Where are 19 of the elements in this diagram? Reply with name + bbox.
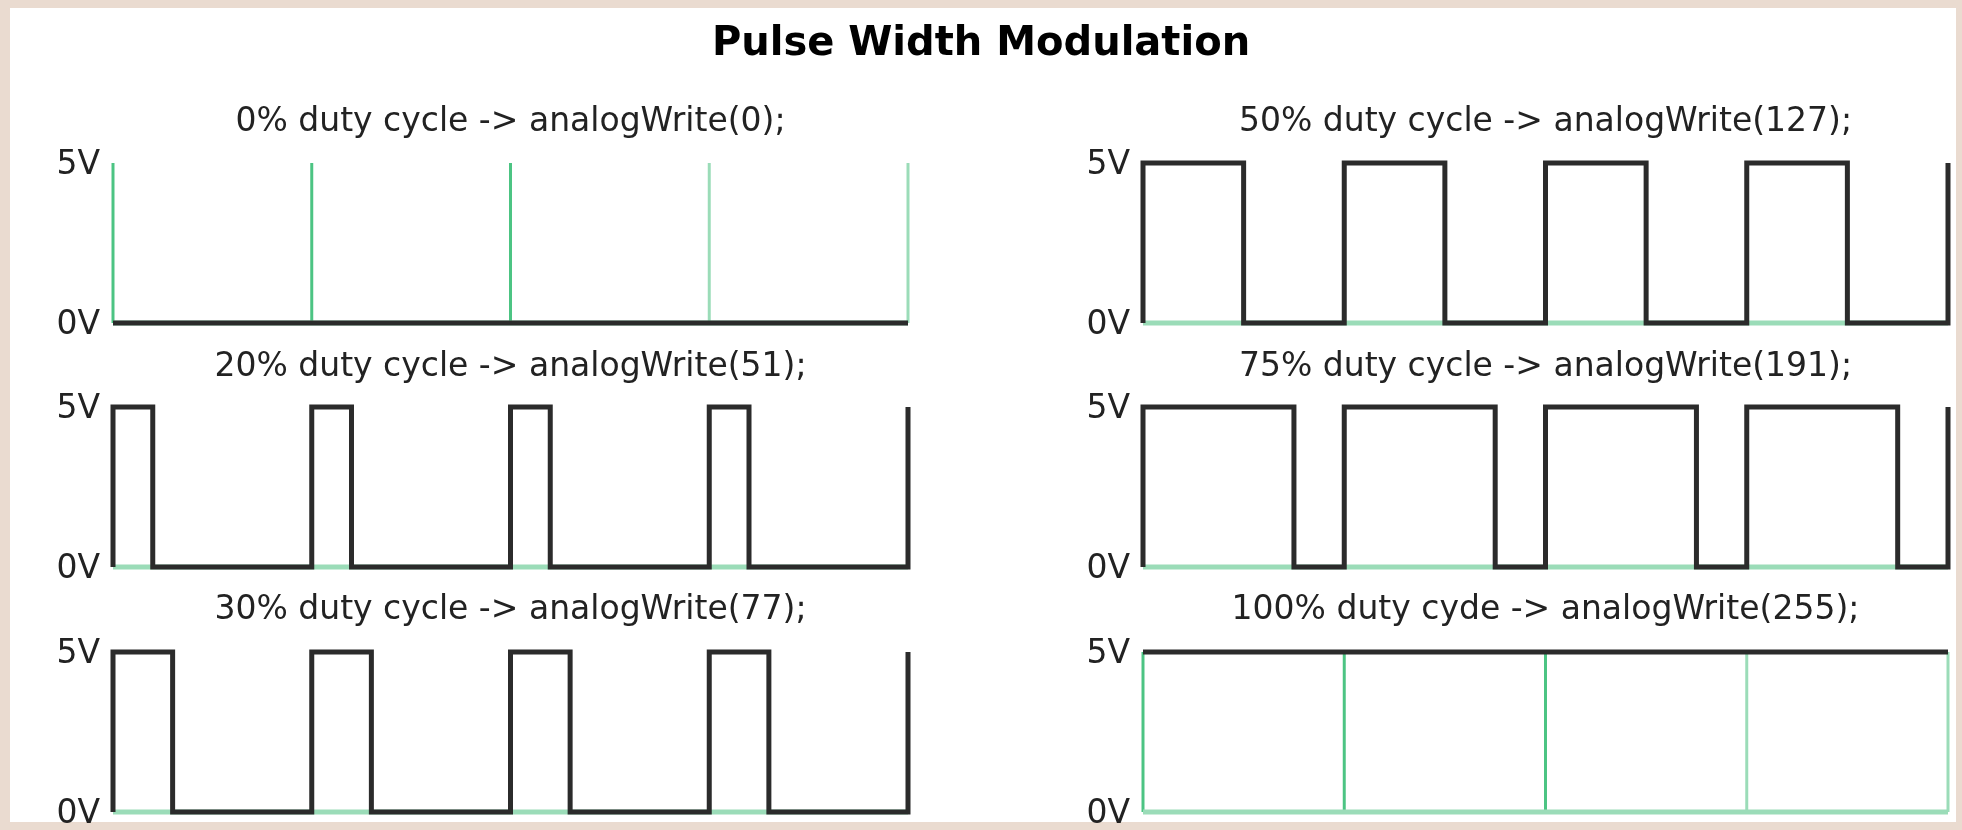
voltage-label: 5V — [56, 632, 100, 671]
voltage-label: 0V — [1086, 547, 1130, 586]
plot-caption: 0% duty cycle -> analogWrite(0); — [235, 100, 786, 139]
plot-caption: 30% duty cycle -> analogWrite(77); — [214, 588, 807, 627]
voltage-label: 5V — [1086, 143, 1130, 182]
voltage-label: 5V — [56, 143, 100, 182]
voltage-label: 0V — [56, 792, 100, 830]
plot-caption: 50% duty cycle -> analogWrite(127); — [1238, 100, 1853, 139]
voltage-label: 5V — [1086, 387, 1130, 426]
voltage-label: 0V — [56, 547, 100, 586]
plot-caption: 20% duty cycle -> analogWrite(51); — [214, 345, 807, 384]
plot-caption: 100% duty cyde -> analogWrite(255); — [1231, 588, 1860, 627]
voltage-label: 5V — [1086, 632, 1130, 671]
plot-caption: 75% duty cycle -> analogWrite(191); — [1238, 345, 1853, 384]
diagram-title: Pulse Width Modulation — [711, 18, 1251, 64]
voltage-label: 0V — [1086, 792, 1130, 830]
voltage-label: 0V — [56, 303, 100, 342]
voltage-label: 5V — [56, 387, 100, 426]
voltage-label: 0V — [1086, 303, 1130, 342]
